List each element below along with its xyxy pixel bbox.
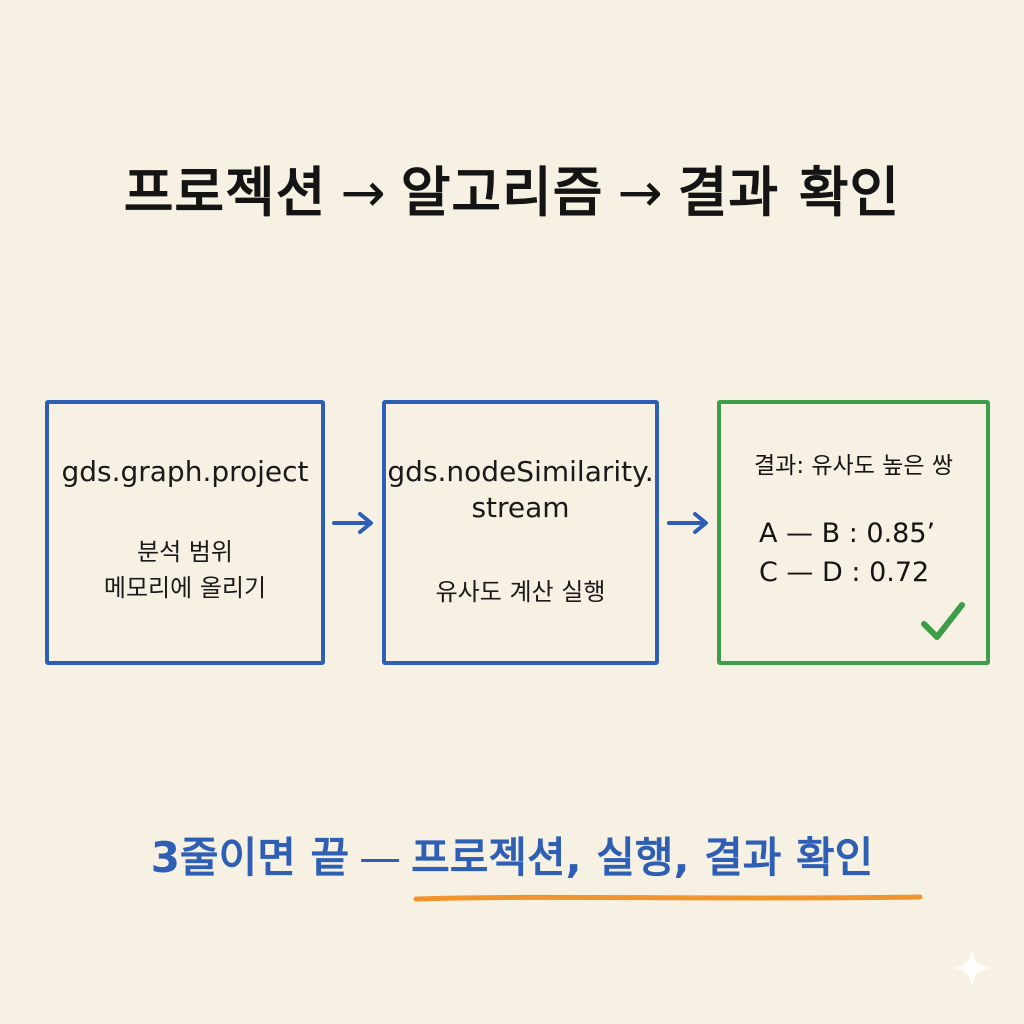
project-desc-line-2: 메모리에 올리기 — [103, 574, 267, 602]
similarity-code-line-2: stream — [471, 491, 570, 525]
title-step-result: 결과 확인 — [677, 161, 901, 224]
flow-arrow-1-icon — [332, 512, 373, 534]
project-code: gds.graph.project — [61, 455, 309, 488]
result-pair-1: A — B : 0.85’ — [759, 518, 936, 549]
similarity-code: gds.nodeSimilarity. stream — [386, 454, 655, 527]
flow-arrow-2-icon — [667, 512, 708, 534]
footer-dash: — — [359, 833, 402, 882]
similarity-code-line-1: gds.nodeSimilarity. — [387, 455, 654, 488]
footer-summary: 3줄이면 끝—프로젝션, 실행, 결과 확인 — [0, 824, 1024, 885]
footer-prefix: 3줄이면 끝 — [150, 833, 350, 882]
result-step-box: 결과: 유사도 높은 쌍 A — B : 0.85’ C — D : 0.72 — [717, 400, 990, 665]
page-title: 프로젝션→알고리즘→결과 확인 — [0, 148, 1024, 227]
result-title: 결과: 유사도 높은 쌍 — [754, 453, 953, 479]
title-arrow-1: → — [340, 161, 387, 224]
checkmark-icon — [921, 602, 965, 640]
footer-highlight: 프로젝션, 실행, 결과 확인 — [411, 833, 874, 882]
result-pair-2: C — D : 0.72 — [759, 557, 930, 589]
title-step-projection: 프로젝션 — [123, 161, 327, 224]
similarity-description: 유사도 계산 실행 — [435, 578, 606, 606]
title-arrow-2: → — [617, 161, 664, 224]
project-description: 분석 범위 메모리에 올리기 — [49, 534, 321, 606]
result-pairs: A — B : 0.85’ C — D : 0.72 — [759, 514, 935, 592]
sparkle-icon — [952, 948, 992, 988]
project-step-box: gds.graph.project 분석 범위 메모리에 올리기 — [45, 400, 325, 665]
title-step-algorithm: 알고리즘 — [400, 161, 604, 224]
similarity-step-box: gds.nodeSimilarity. stream 유사도 계산 실행 — [382, 400, 659, 665]
highlight-underline — [413, 894, 923, 902]
project-desc-line-1: 분석 범위 — [137, 538, 233, 566]
